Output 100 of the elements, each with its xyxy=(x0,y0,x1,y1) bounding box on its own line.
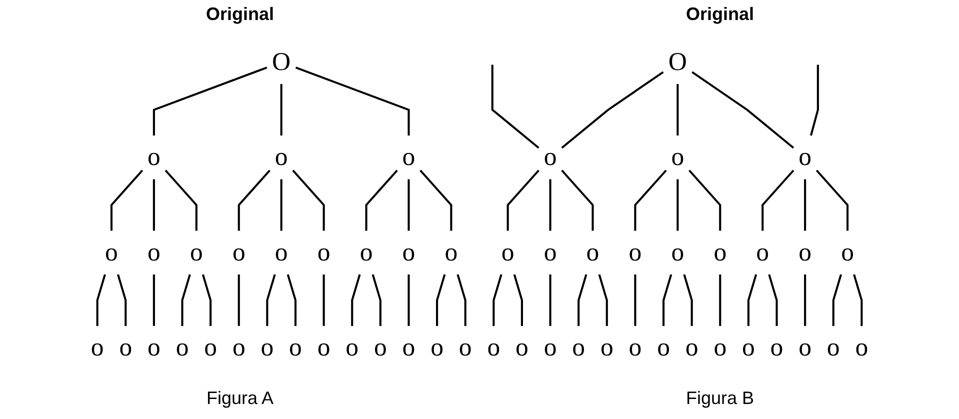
node-text: o xyxy=(798,143,812,172)
node-text: o xyxy=(501,238,514,267)
connector xyxy=(561,170,594,231)
node-text: O xyxy=(272,48,291,76)
connector xyxy=(295,66,410,136)
node-text: o xyxy=(232,334,246,362)
figure-caption: Figura B xyxy=(686,388,754,409)
figure-title: Original xyxy=(686,4,754,25)
connector xyxy=(280,179,282,231)
node-text: o xyxy=(671,238,684,267)
node-text: o xyxy=(714,334,727,362)
node-text: o xyxy=(346,334,359,362)
connector xyxy=(506,170,540,231)
connector xyxy=(747,274,758,326)
connector xyxy=(408,179,410,231)
connector xyxy=(152,274,155,326)
node-text: o xyxy=(289,334,302,362)
connector xyxy=(832,274,842,326)
connector xyxy=(810,64,819,136)
node-text: o xyxy=(671,143,684,172)
node-text: o xyxy=(360,238,373,267)
node-text: o xyxy=(232,238,246,267)
node-text: o xyxy=(317,238,330,267)
connector xyxy=(266,274,276,326)
node-text: o xyxy=(516,334,528,362)
node-text: o xyxy=(600,334,614,362)
node-text: o xyxy=(841,238,854,267)
connector xyxy=(117,274,127,326)
connector xyxy=(408,274,410,326)
connector xyxy=(202,274,212,326)
node-text: o xyxy=(756,238,770,267)
figure-title: Original xyxy=(206,4,274,25)
connector xyxy=(662,274,672,326)
node-text: o xyxy=(487,334,500,362)
connector xyxy=(436,274,446,326)
connector xyxy=(513,274,523,326)
connector xyxy=(853,274,863,326)
node-text: o xyxy=(586,238,600,267)
node-text: o xyxy=(148,143,160,172)
node-text: o xyxy=(685,334,698,362)
connector xyxy=(634,170,667,231)
connector xyxy=(692,71,794,149)
connector xyxy=(549,274,552,326)
connector xyxy=(683,274,693,326)
connector xyxy=(365,170,398,231)
node-text: o xyxy=(148,238,160,267)
connector xyxy=(96,274,106,326)
connector xyxy=(598,274,608,326)
connector xyxy=(768,274,778,326)
connector xyxy=(420,170,452,231)
connector xyxy=(238,170,271,231)
connector xyxy=(719,274,722,326)
connector xyxy=(492,274,502,326)
connector xyxy=(110,170,144,231)
connector xyxy=(164,170,198,231)
connector xyxy=(181,274,191,326)
node-text: o xyxy=(714,238,727,267)
node-text: o xyxy=(274,238,288,267)
connector xyxy=(762,170,794,231)
node-text: o xyxy=(148,334,160,362)
node-text: o xyxy=(798,238,812,267)
node-text: o xyxy=(628,238,642,267)
node-text: o xyxy=(855,334,868,362)
node-text: o xyxy=(572,334,586,362)
connector xyxy=(322,274,325,326)
node-text: o xyxy=(402,238,416,267)
connector xyxy=(676,179,679,231)
connector xyxy=(372,274,382,326)
connector xyxy=(351,274,361,326)
node-text: o xyxy=(544,143,557,172)
node-text: o xyxy=(544,238,557,267)
connector xyxy=(676,84,679,136)
node-text: o xyxy=(374,334,387,362)
node-text: o xyxy=(204,334,217,362)
connector xyxy=(804,179,806,231)
node-text: o xyxy=(430,334,444,362)
connector xyxy=(804,274,806,326)
node-text: o xyxy=(770,334,784,362)
node-text: o xyxy=(317,334,330,362)
node-text: o xyxy=(119,334,132,362)
connector xyxy=(286,274,297,326)
figure-caption: Figura A xyxy=(206,388,274,409)
connector xyxy=(561,71,664,149)
node-text: o xyxy=(798,334,812,362)
node-text: O xyxy=(668,48,687,76)
node-text: o xyxy=(260,334,274,362)
node-text: o xyxy=(444,238,458,267)
connector xyxy=(634,274,636,326)
connector xyxy=(292,170,325,231)
node-text: o xyxy=(190,238,203,267)
node-text: o xyxy=(458,334,472,362)
node-text: o xyxy=(274,143,288,172)
connector xyxy=(578,274,588,326)
connector xyxy=(456,274,466,326)
connector xyxy=(816,170,849,231)
node-text: o xyxy=(176,334,189,362)
connector xyxy=(152,179,155,231)
node-text: o xyxy=(628,334,642,362)
connector xyxy=(491,64,540,149)
connector xyxy=(152,66,268,136)
